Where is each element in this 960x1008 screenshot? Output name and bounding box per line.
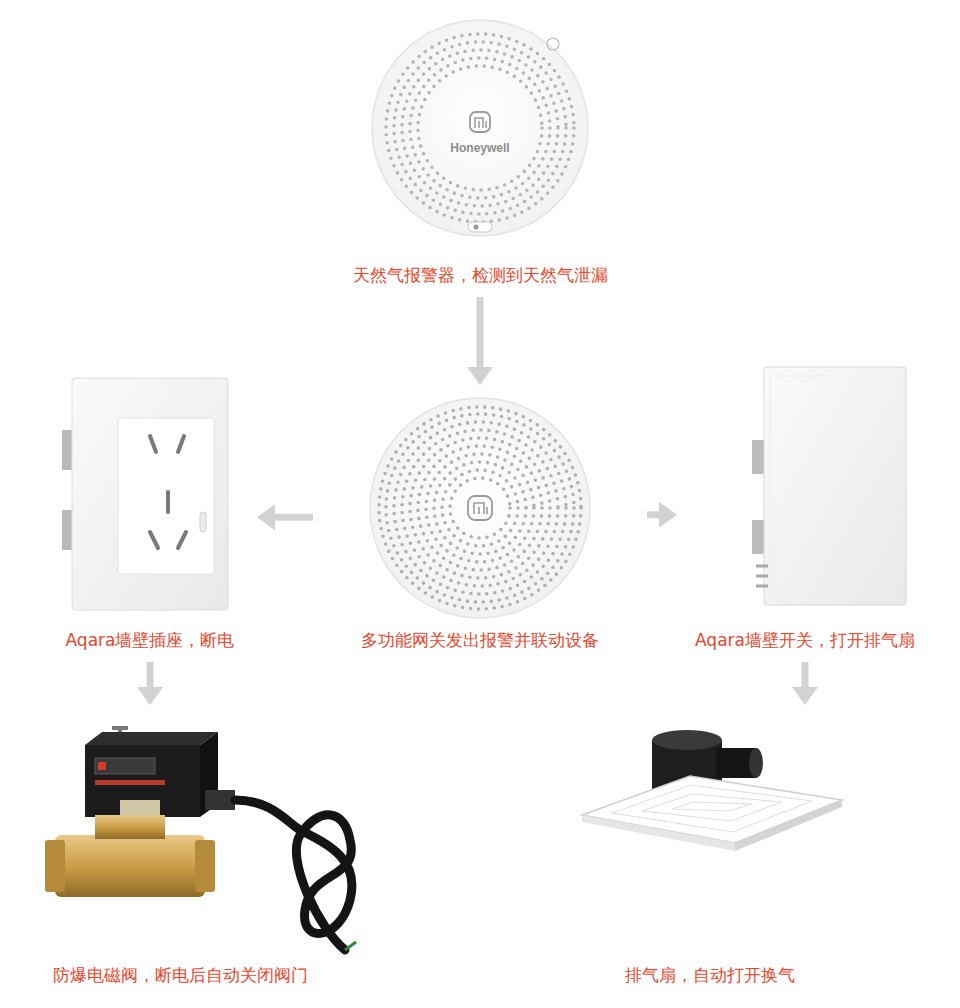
device-node: Aqara墙壁开关，打开排气扇 <box>687 360 923 652</box>
flow-arrow <box>257 504 313 530</box>
device-node: 多功能网关发出报警并联动设备 <box>323 395 637 652</box>
brand-label: Honeywell <box>430 141 530 155</box>
device-caption: 防爆电磁阀，断电后自动关闭阀门 <box>34 963 326 987</box>
device-caption: Aqara墙壁插座，断电 <box>59 628 241 652</box>
device-node: 防爆电磁阀，断电后自动关闭阀门 <box>28 715 332 987</box>
flow-arrow <box>647 502 677 528</box>
arrow-shaft <box>477 297 484 369</box>
arrow-head <box>792 687 818 705</box>
arrow-shaft <box>802 662 809 689</box>
wall-socket <box>62 378 228 610</box>
gateway-hub <box>370 398 590 618</box>
arrow-shaft <box>647 511 661 518</box>
arrow-head <box>137 687 163 705</box>
arrow-shaft <box>273 514 313 521</box>
arrow-head <box>467 367 493 385</box>
arrow-head <box>257 504 275 530</box>
arrow-shaft <box>147 662 154 689</box>
flow-arrow <box>467 297 493 385</box>
solenoid-valve <box>45 728 356 950</box>
device-caption: 排气扇，自动打开换气 <box>564 963 856 987</box>
arrow-head <box>659 502 677 528</box>
device-node: Aqara墙壁插座，断电 <box>53 370 247 652</box>
gas-detector <box>372 20 588 236</box>
device-node: 排气扇，自动打开换气 <box>558 715 862 987</box>
wall-switch <box>752 367 906 605</box>
flow-arrow <box>792 662 818 705</box>
device-caption: 多功能网关发出报警并联动设备 <box>329 628 631 652</box>
device-caption: Aqara墙壁开关，打开排气扇 <box>693 628 917 652</box>
exhaust-fan <box>582 730 842 851</box>
flow-arrow <box>137 662 163 705</box>
device-caption: 天然气报警器，检测到天然气泄漏 <box>334 263 626 287</box>
